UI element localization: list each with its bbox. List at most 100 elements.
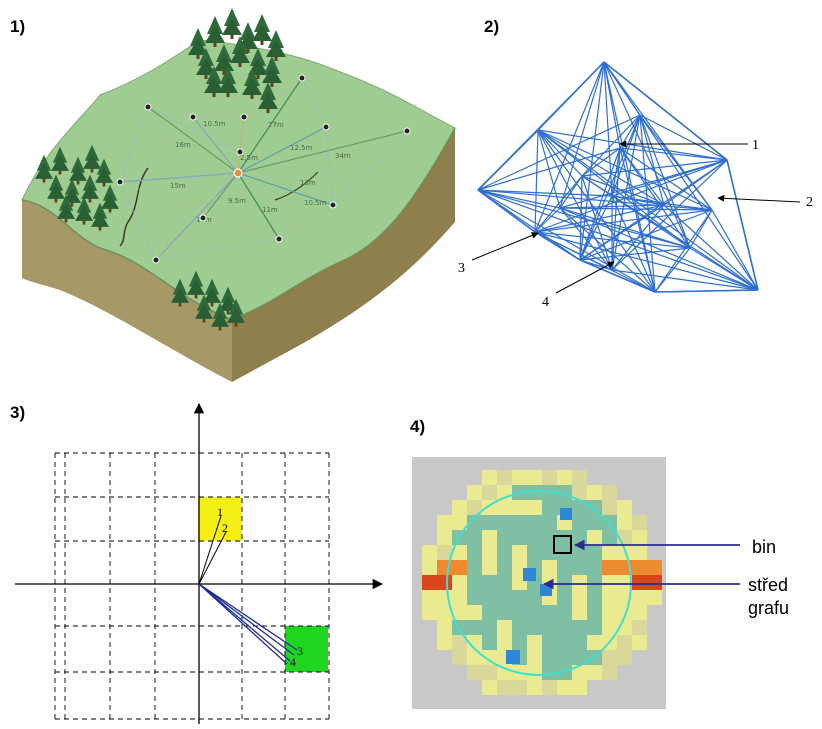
- heatmap-bin: [512, 515, 527, 530]
- network-edge: [726, 159, 759, 291]
- network-edge: [534, 231, 581, 261]
- distance-label: 27m: [268, 121, 284, 129]
- survey-point: [322, 123, 330, 131]
- stream-1: [119, 167, 149, 247]
- heatmap-bin: [587, 575, 602, 590]
- tree-icon: [203, 278, 221, 307]
- heatmap-bin: [602, 575, 617, 590]
- network-edge: [534, 231, 656, 293]
- survey-line: [147, 106, 239, 174]
- heatmap-bin: [632, 575, 647, 590]
- survey-point: [403, 127, 411, 135]
- survey-point: [236, 148, 244, 156]
- network-edge: [579, 209, 713, 261]
- heatmap-bin: [572, 575, 587, 590]
- heatmap-bin: [527, 650, 542, 665]
- distance-label: 13m: [300, 179, 316, 187]
- heatmap-bin: [572, 590, 587, 605]
- network-edge: [611, 114, 641, 271]
- heatmap-bin: [452, 500, 467, 515]
- heatmap-bin: [542, 680, 557, 695]
- heatmap-bin: [587, 515, 602, 530]
- heatmap-bin: [542, 635, 557, 650]
- heatmap-bin: [497, 470, 512, 485]
- panel-4: 4) bin střed grafu: [410, 417, 789, 709]
- distance-label: 16m: [175, 141, 191, 149]
- heatmap-bin: [572, 545, 587, 560]
- tree-icon: [95, 158, 113, 187]
- tree-icon: [258, 82, 278, 113]
- heatmap-bin: [482, 485, 497, 500]
- network-edge: [581, 175, 613, 271]
- network-edge: [537, 129, 728, 161]
- heatmap-bin: [422, 575, 437, 590]
- heatmap-bin: [467, 665, 482, 680]
- heatmap-bin: [542, 605, 557, 620]
- heatmap-bins: [422, 470, 662, 695]
- heatmap-bin: [527, 500, 542, 515]
- heatmap-bin: [572, 530, 587, 545]
- vector-4: [198, 583, 291, 662]
- heatmap-bin: [497, 620, 512, 635]
- vector-3b: [198, 583, 295, 656]
- bin-label: bin: [752, 537, 776, 557]
- heatmap-bin: [587, 500, 602, 515]
- heatmap-bin: [617, 650, 632, 665]
- panel-2: 2) 1 2 3 4: [458, 17, 813, 310]
- heatmap-bin: [467, 515, 482, 530]
- network-edge: [603, 61, 641, 116]
- callout-4-arrow: [555, 261, 615, 294]
- heatmap-bin: [482, 545, 497, 560]
- heatmap-bin: [617, 635, 632, 650]
- heatmap-bin: [602, 500, 617, 515]
- heatmap-bin: [647, 575, 662, 590]
- vector-label-2: 2: [222, 521, 228, 535]
- tree-icon: [83, 144, 101, 173]
- heatmap-bin: [437, 605, 452, 620]
- network-edge: [689, 247, 759, 291]
- network-edge: [654, 289, 759, 293]
- network-edge: [611, 114, 641, 197]
- distance-label: 12.5m: [290, 144, 313, 152]
- network-edge: [579, 114, 641, 261]
- survey-point: [189, 113, 197, 121]
- network-edge: [477, 189, 561, 209]
- vectors: [198, 515, 298, 665]
- tree-icon: [75, 196, 93, 225]
- panel-2-label: 2): [484, 17, 499, 36]
- heatmap-bin: [527, 680, 542, 695]
- network-edge: [559, 175, 583, 209]
- tree-icon: [69, 156, 87, 185]
- network-edge: [559, 159, 728, 209]
- heatmap-bin: [497, 680, 512, 695]
- network-edge: [559, 207, 613, 271]
- network-edge: [619, 147, 691, 249]
- survey-lines: [119, 77, 408, 261]
- tree-icon: [214, 44, 234, 75]
- survey-line: [119, 172, 239, 183]
- callout-4-label: 4: [542, 295, 549, 310]
- heatmap-bin: [482, 665, 497, 680]
- heatmap-bin: [602, 545, 617, 560]
- heatmap-bin: [422, 605, 437, 620]
- network-edge: [611, 195, 713, 211]
- vector-4b: [198, 583, 288, 665]
- heatmap-bin: [482, 470, 497, 485]
- heatmap-bin: [587, 635, 602, 650]
- network-edge: [534, 175, 583, 233]
- heatmap-bin: [617, 500, 632, 515]
- network-edge: [639, 114, 665, 206]
- panel-3-label: 3): [10, 403, 25, 422]
- network-edge: [603, 61, 656, 293]
- heatmap-bin: [482, 575, 497, 590]
- survey-line: [325, 126, 408, 132]
- heatmap-bin: [557, 680, 572, 695]
- heatmap-bin: [523, 568, 536, 581]
- network-edge: [534, 207, 561, 233]
- heatmap-bin: [512, 605, 527, 620]
- heatmap-bin: [497, 575, 512, 590]
- heatmap-bin: [437, 575, 452, 590]
- heatmap-bin: [587, 545, 602, 560]
- heatmap-bin: [506, 650, 520, 664]
- network-edge: [477, 189, 713, 211]
